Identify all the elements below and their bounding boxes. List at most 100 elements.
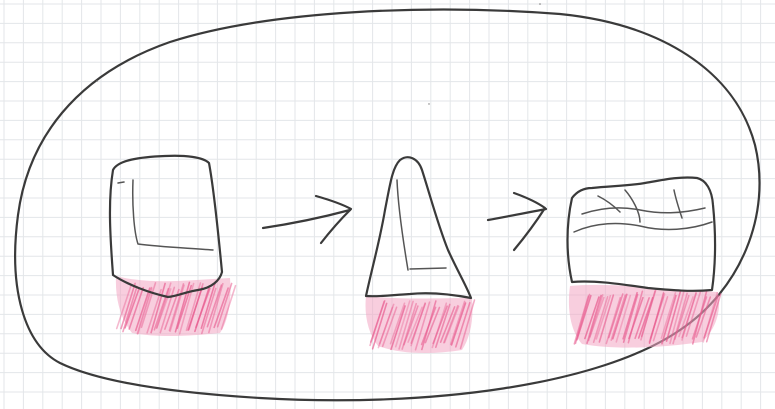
gum-hatch-stroke (627, 290, 644, 344)
gum-hatch-stroke (381, 306, 398, 348)
gum-hatch-stroke (403, 305, 419, 346)
gum-hatch-stroke (454, 301, 471, 348)
gum-hatch-stroke (208, 282, 224, 334)
square-tooth-inner-line (117, 179, 214, 251)
gum-hatch-stroke (703, 295, 719, 339)
gum-hatch-stroke (660, 292, 677, 339)
gum-hatch-stroke (378, 303, 395, 345)
gum-hatch-stroke (576, 294, 592, 341)
gum-hatch-stroke (369, 299, 386, 343)
gum-hatch-stroke (652, 296, 669, 342)
gum-hatch-stroke (439, 306, 456, 343)
gum-hatch-stroke (369, 300, 385, 347)
gum-hatch-stroke (673, 294, 690, 341)
gum-hatch-stroke (414, 301, 431, 351)
gum-shading-3 (568, 284, 720, 348)
arrow-right-2 (486, 191, 548, 252)
gum-hatch-stroke (377, 306, 394, 349)
gum-hatch-stroke (598, 294, 615, 343)
gum-hatch-stroke (155, 288, 172, 330)
pointed-tooth (364, 156, 476, 354)
gum-hatch-stroke (678, 296, 694, 338)
paper-specks (96, 3, 541, 105)
gum-hatch-stroke (622, 291, 638, 340)
pointed-tooth-outline (364, 156, 473, 300)
gum-hatch-stroke (174, 281, 191, 333)
gum-hatch-stroke (150, 282, 166, 334)
gum-hatch-stroke (371, 302, 388, 350)
gum-hatch-stroke (607, 293, 624, 339)
gum-hatch-stroke (681, 292, 697, 339)
square-tooth (108, 154, 237, 337)
gum-hatching-3 (573, 289, 722, 345)
gum-hatch-stroke (459, 299, 476, 350)
gum-hatch-stroke (649, 293, 666, 339)
molar-crown-line-top (581, 207, 706, 215)
gum-hatch-stroke (612, 293, 628, 340)
gum-hatch-stroke (194, 287, 210, 333)
gum-hatch-stroke (220, 284, 237, 330)
gum-hatch-stroke (434, 303, 451, 349)
gum-hatch-stroke (595, 295, 612, 340)
gum-hatch-stroke (115, 285, 132, 330)
gum-hatch-stroke (705, 293, 722, 343)
gum-hatch-stroke (407, 306, 423, 343)
gum-hatch-stroke (584, 296, 600, 340)
gum-hatch-stroke (665, 289, 682, 342)
gum-hatch-stroke (450, 302, 467, 346)
molar-crown-line-bottom (573, 221, 713, 233)
gum-hatch-stroke (449, 300, 466, 346)
gum-hatch-stroke (648, 296, 665, 343)
gum-hatch-stroke (420, 306, 437, 346)
gum-hatch-stroke (424, 306, 441, 344)
gum-hatch-stroke (389, 302, 406, 345)
gum-hatch-stroke (622, 293, 639, 343)
gum-hatch-stroke (146, 288, 162, 334)
broad-molar-tooth (566, 176, 722, 348)
gum-hatch-stroke (216, 282, 233, 328)
gum-hatch-stroke (140, 282, 157, 329)
gum-hatching-1 (115, 281, 237, 335)
gum-hatch-stroke (640, 289, 657, 338)
square-tooth-outline (108, 154, 224, 299)
gum-hatch-stroke (410, 302, 427, 344)
gum-hatch-stroke (691, 296, 708, 340)
gum-hatch-stroke (213, 287, 229, 329)
gum-hatch-stroke (669, 290, 685, 345)
gum-hatch-stroke (442, 304, 459, 344)
gum-hatch-stroke (168, 283, 185, 332)
molar-tooth-outline (566, 176, 717, 292)
gum-hatch-stroke (432, 305, 448, 345)
gum-hatch-stroke (394, 300, 411, 348)
gum-hatch-stroke (661, 294, 677, 345)
gum-hatch-stroke (589, 296, 605, 338)
arrow-right-1 (261, 194, 353, 245)
gum-hatch-stroke (398, 300, 414, 350)
gum-hatch-stroke (586, 294, 602, 345)
gum-hatch-stroke (155, 282, 172, 329)
gum-hatch-stroke (128, 286, 145, 330)
gum-hatch-stroke (443, 305, 460, 344)
pointed-tooth-inner-line (396, 179, 447, 271)
gum-hatch-stroke (200, 281, 217, 329)
gum-hatching-2 (369, 299, 476, 351)
gum-hatch-stroke (122, 285, 138, 333)
gum-hatch-stroke (137, 287, 153, 335)
gum-hatch-stroke (615, 294, 632, 343)
gum-hatch-stroke (188, 283, 204, 331)
gum-hatch-stroke (592, 295, 609, 344)
enclosing-oval-outline (14, 8, 761, 402)
gum-hatch-stroke (206, 284, 223, 328)
gum-hatch-stroke (587, 294, 604, 342)
gum-hatch-stroke (695, 296, 712, 338)
gum-hatch-stroke (637, 296, 654, 339)
gum-hatch-stroke (648, 292, 665, 345)
gum-hatch-stroke (640, 290, 656, 341)
gum-hatch-stroke (120, 282, 136, 330)
gum-hatch-stroke (136, 286, 153, 335)
gum-hatch-stroke (201, 287, 217, 335)
gum-hatch-stroke (124, 287, 140, 329)
gum-hatch-stroke (634, 297, 650, 340)
